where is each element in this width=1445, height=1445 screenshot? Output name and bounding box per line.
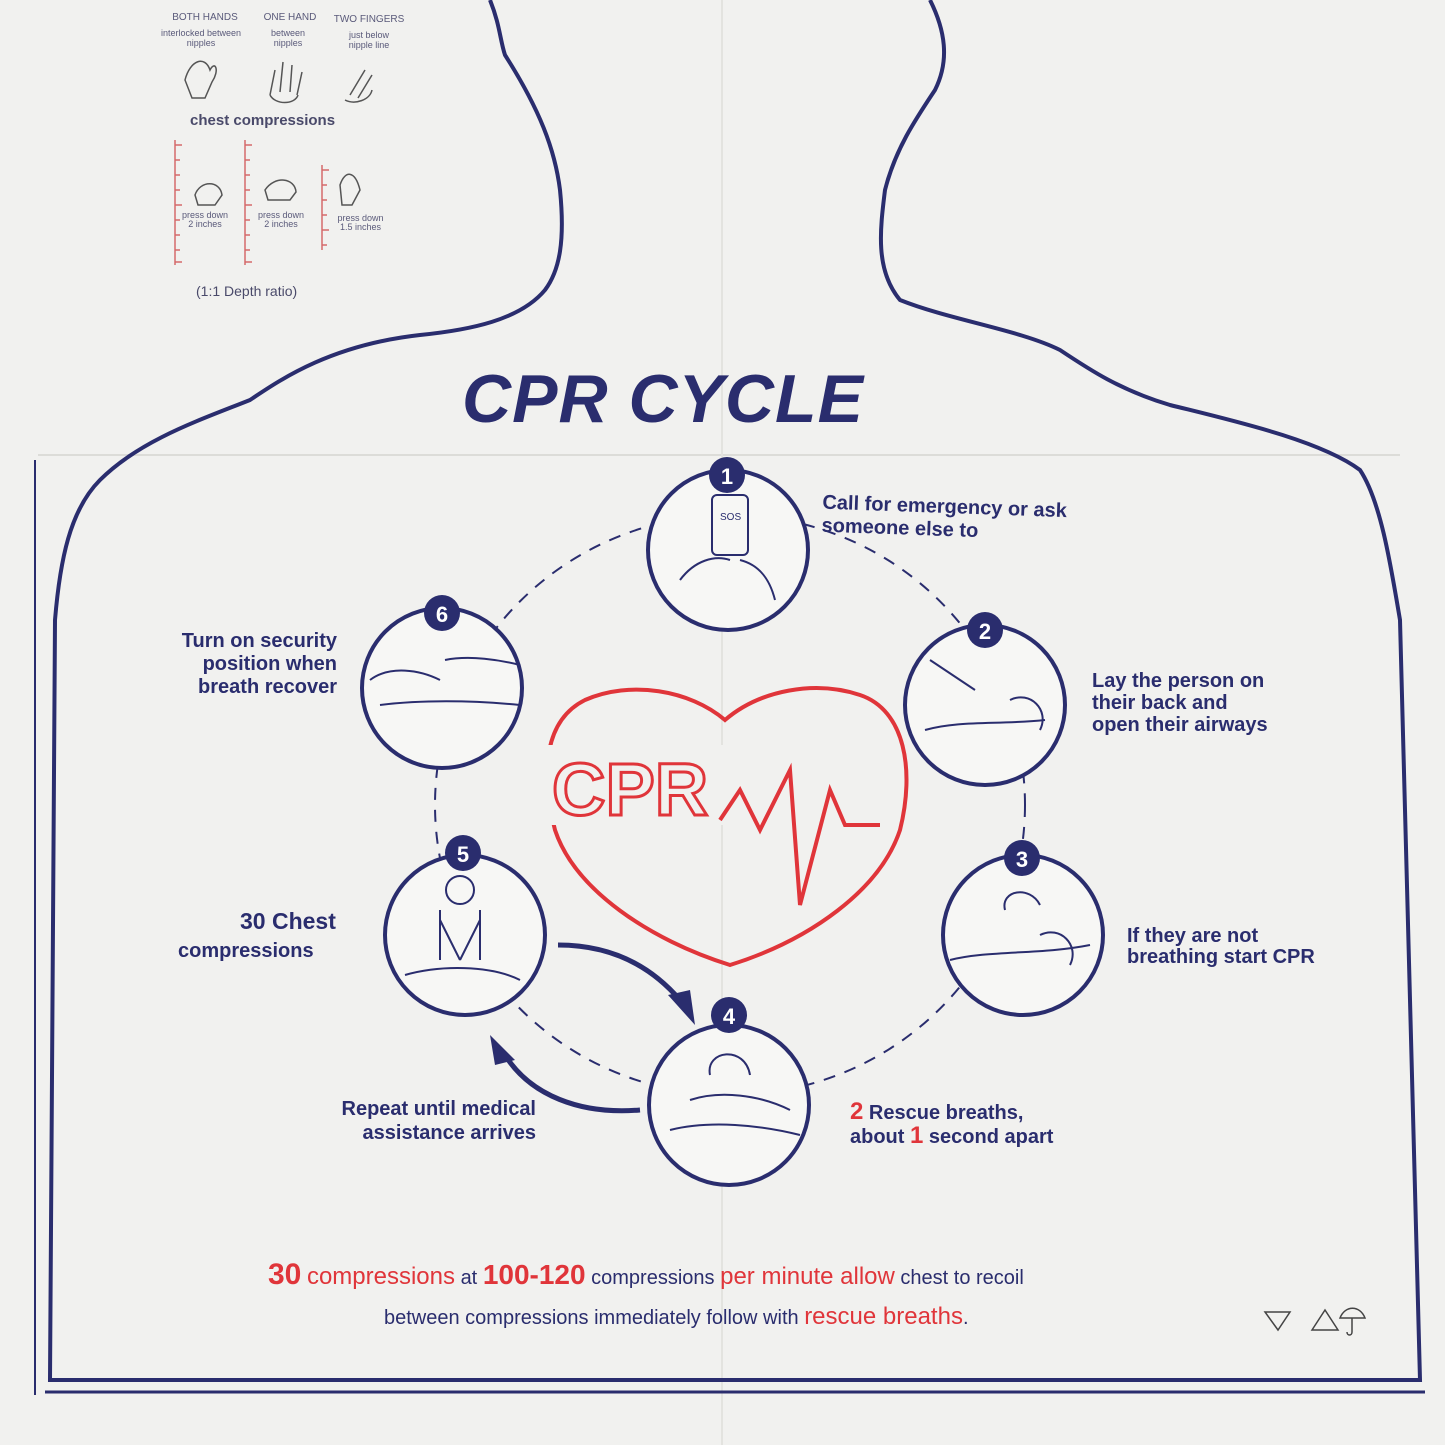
hand-position-title: ONE HAND: [263, 12, 317, 23]
ruler-depth: 2 inches: [188, 219, 222, 229]
recycle-icon: [1310, 1308, 1340, 1331]
arrow-5-to-4-icon: [557, 942, 682, 1002]
step-circle-2: [903, 623, 1067, 787]
ruler-label: press down: [257, 210, 305, 220]
repeat-line2: assistance arrives: [362, 1122, 536, 1144]
ruler-depth: 1.5 inches: [339, 222, 382, 232]
svg-text:5: 5: [457, 842, 469, 867]
ruler-label: press down: [337, 213, 384, 223]
hand-position-desc: just below nipple line: [348, 30, 390, 50]
step-circle-1: SOS: [646, 468, 810, 632]
step-badge-2: 2: [967, 612, 1003, 648]
hand-position-desc: between nipples: [270, 28, 306, 48]
step-badge-3: 3: [1004, 840, 1040, 876]
step-2-line1: Lay the person on: [1092, 670, 1265, 692]
depth-ruler: [321, 165, 329, 250]
umbrella-icon: [1338, 1307, 1367, 1336]
arrow-head: [490, 1035, 515, 1065]
svg-text:SOS: SOS: [720, 512, 741, 523]
svg-text:2: 2: [979, 619, 991, 644]
step-3-line2: breathing start CPR: [1127, 946, 1315, 968]
arrow-repeat-icon: [502, 1053, 641, 1114]
material-icon: [1263, 1311, 1292, 1332]
step-6-line2: position when: [202, 653, 337, 675]
arrow-head: [668, 990, 695, 1025]
bottom-sentence-line2: between compressions immediately follow …: [384, 1303, 969, 1330]
hand-position-title: BOTH HANDS: [172, 12, 238, 23]
step-circle-3: [941, 853, 1105, 1017]
svg-text:4: 4: [723, 1004, 736, 1029]
logo-knockout: [545, 745, 735, 825]
step-badge-6: 6: [424, 595, 460, 631]
step-badge-4: 4: [711, 997, 747, 1033]
heart-icon: [545, 686, 909, 968]
svg-text:1: 1: [721, 464, 733, 489]
cpr-logo-text: CPR: [552, 748, 708, 831]
step-1-text: Call for emergency or ask someone else t…: [821, 491, 1068, 543]
bottom-sentence-line1: 30 compressions at 100-120 compressions …: [268, 1258, 1024, 1291]
step-3-line1: If they are not: [1127, 925, 1259, 947]
body-silhouette: [47, 0, 1423, 1382]
chest-compressions-label: chest compressions: [190, 112, 336, 129]
phone-icon: [711, 494, 749, 556]
hand-position-desc: interlocked between nipples: [160, 28, 242, 48]
hand-position-title: TWO FINGERS: [333, 14, 405, 25]
heartbeat-icon: [718, 762, 880, 906]
step-5-line1: 30 Chest: [240, 908, 336, 934]
cycle-dashed-ring: [434, 514, 1026, 1096]
step-4-line2: about 1 second apart: [850, 1122, 1054, 1149]
depth-ruler: [174, 140, 182, 265]
step-2-line2: their back and: [1092, 692, 1228, 714]
step-badge-5: 5: [445, 835, 481, 871]
step-5-line2: compressions: [178, 940, 314, 962]
step-badge-1: 1: [709, 457, 745, 493]
svg-text:3: 3: [1016, 847, 1028, 872]
page-title: CPR CYCLE: [462, 361, 864, 437]
step-circle-6: [360, 606, 524, 770]
step-circle-5: [383, 853, 547, 1017]
step-circle-4: [647, 1023, 811, 1187]
depth-ratio: (1:1 Depth ratio): [196, 283, 298, 299]
step-6-line3: breath recover: [198, 676, 337, 698]
step-4-line1: 2 Rescue breaths,: [850, 1098, 1024, 1125]
repeat-line1: Repeat until medical: [341, 1098, 537, 1120]
step-6-line1: Turn on security: [181, 630, 337, 652]
svg-text:6: 6: [436, 602, 448, 627]
hands-icon: [184, 60, 373, 206]
ruler-label: press down: [181, 210, 229, 220]
depth-ruler: [244, 140, 252, 265]
step-2-line3: open their airways: [1092, 714, 1268, 736]
ruler-depth: 2 inches: [264, 219, 298, 229]
